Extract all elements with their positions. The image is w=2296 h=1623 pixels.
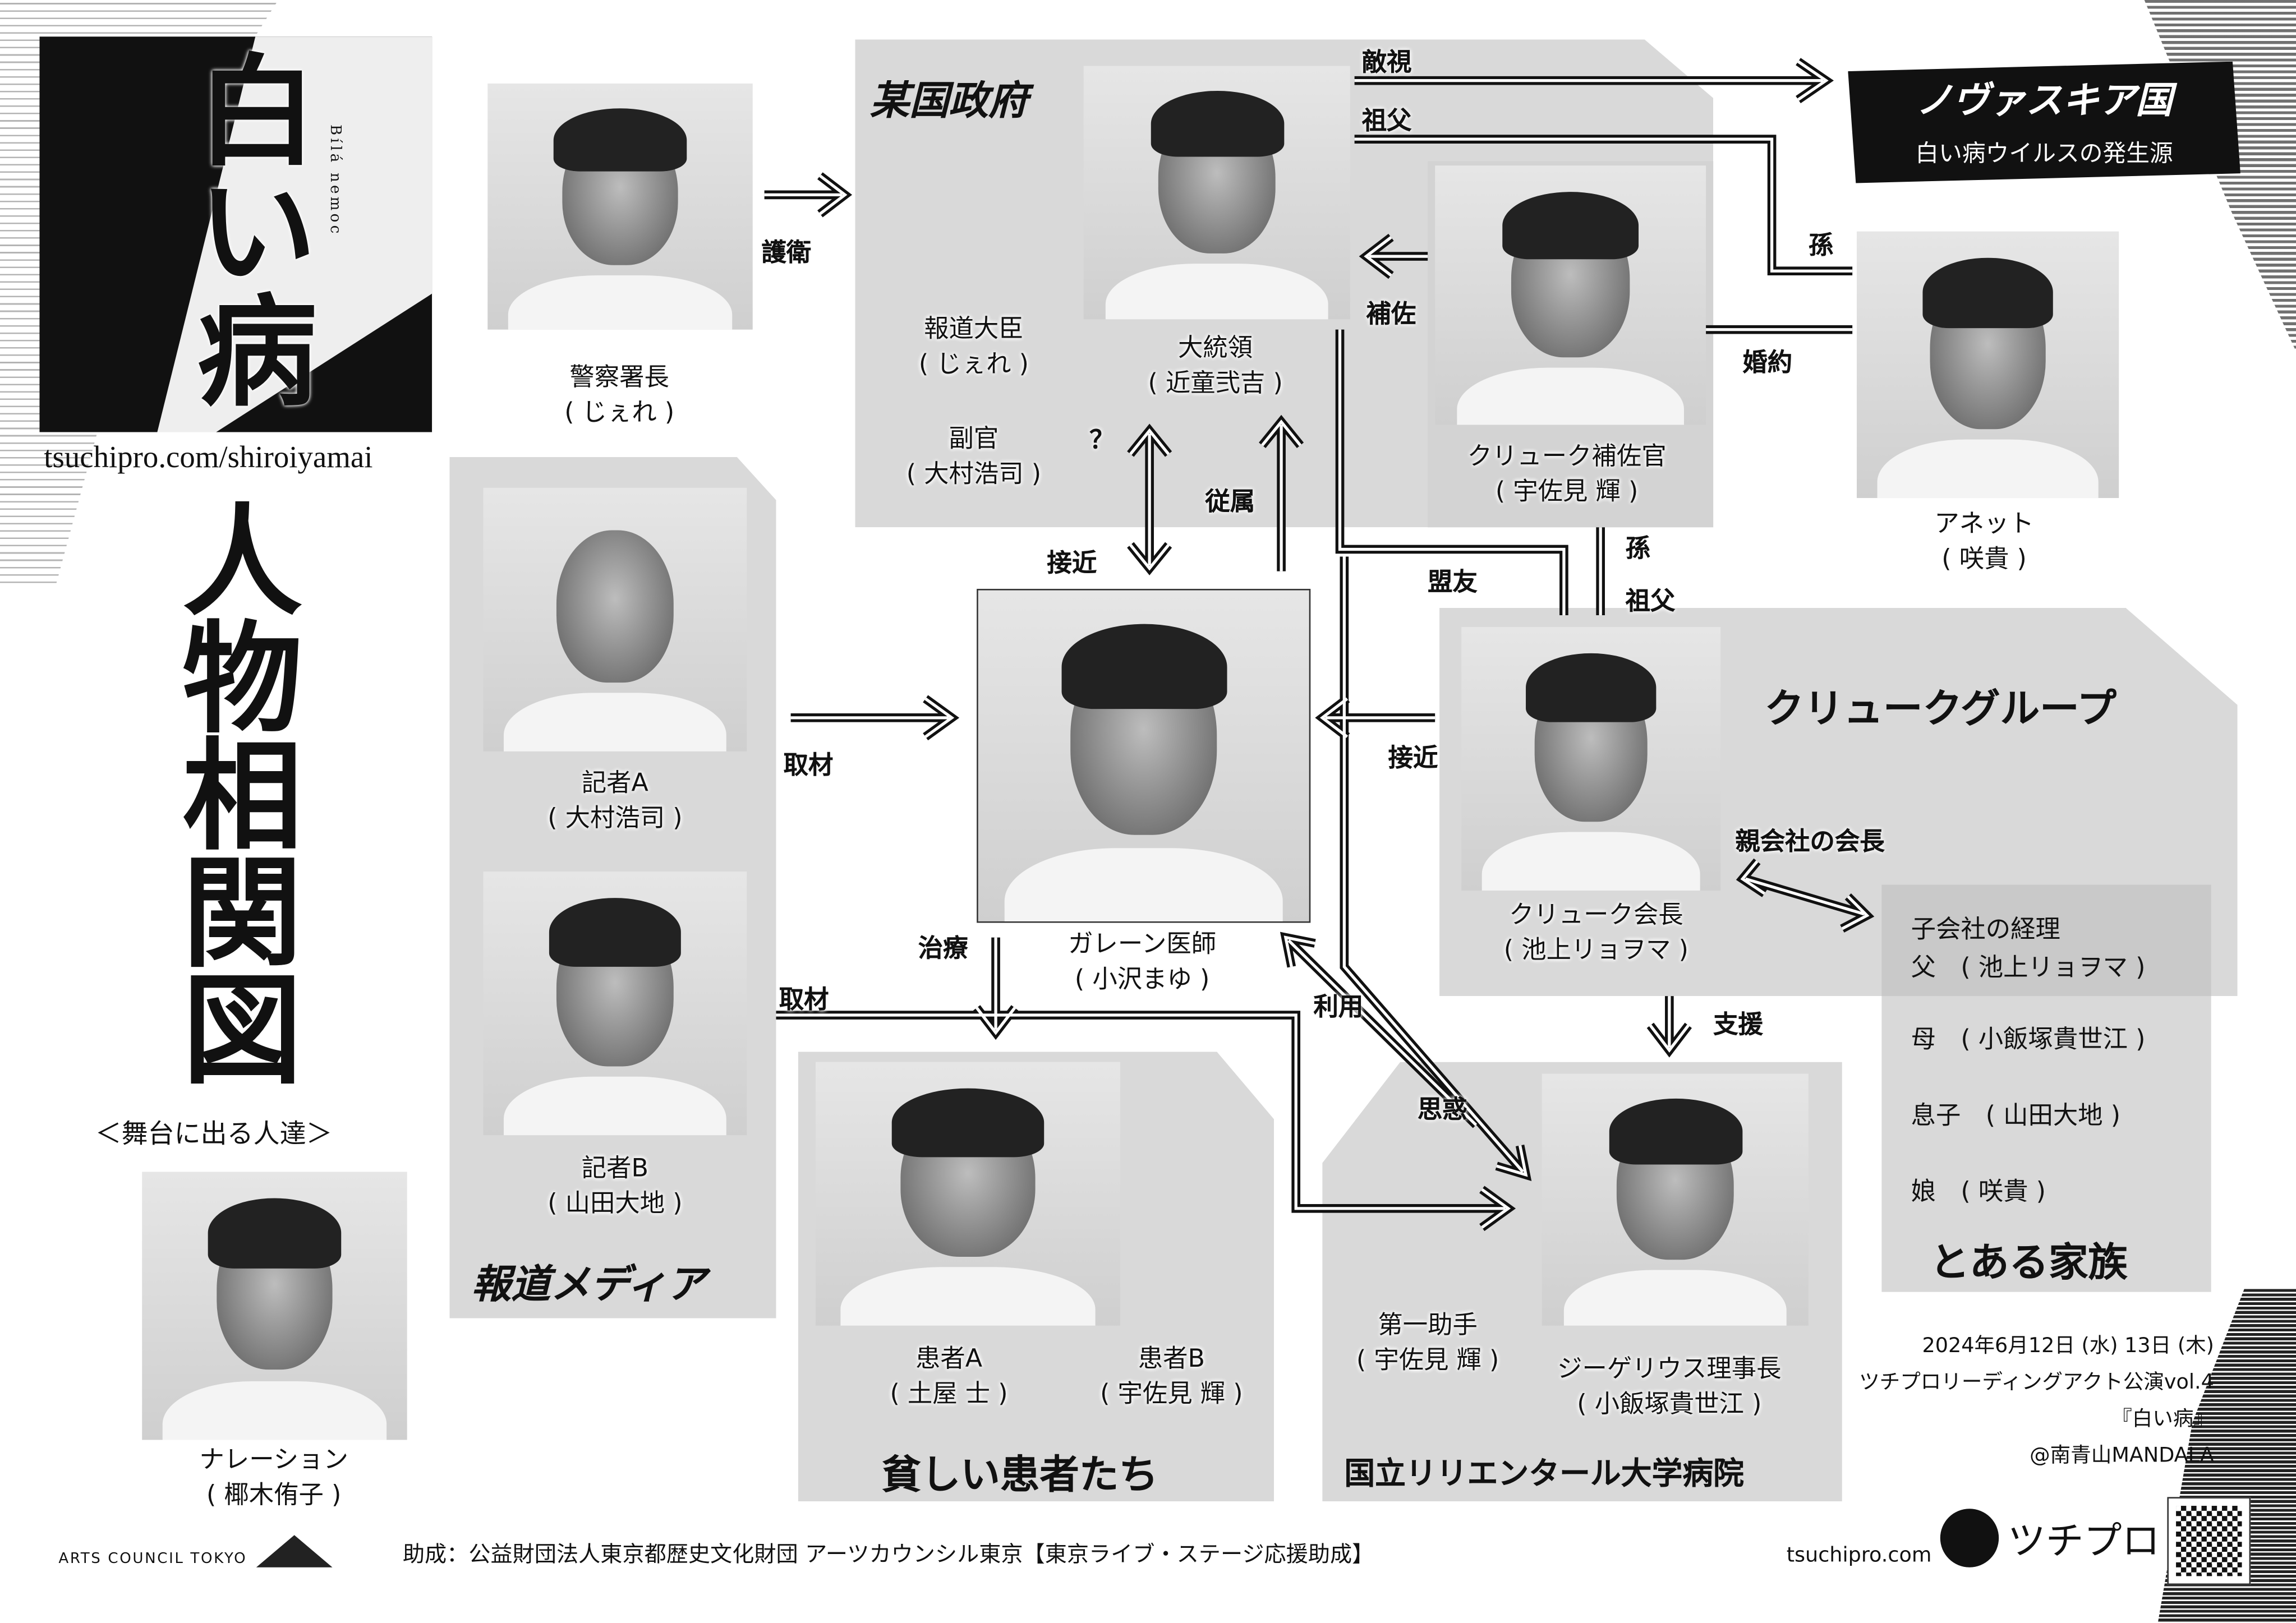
photo-cluke-chairman <box>1461 626 1721 891</box>
nation-name: ノヴァスキア国 <box>1916 79 2173 122</box>
relation-grandchild-top: 孫 <box>1808 231 1834 261</box>
label-police-chief: 警察署長( じぇれ ) <box>564 363 675 428</box>
label-president: 大統領( 近童弐吉 ) <box>1148 334 1283 399</box>
relation-escort: 護衛 <box>761 238 812 268</box>
grant-credit: 助成：公益財団法人東京都歴史文化財団 アーツカウンシル東京【東京ライブ・ステージ… <box>402 1541 1374 1567</box>
photo-director <box>1542 1073 1809 1326</box>
event-title: 『白い病』 <box>2111 1408 2214 1431</box>
nation-desc: 白い病ウイルスの発生源 <box>1915 139 2173 167</box>
logo-title: 白い病 <box>176 48 315 409</box>
family-member: 娘 ( 咲貴 ) <box>1911 1177 2046 1207</box>
group-family-title: とある家族 <box>1930 1241 2128 1287</box>
relation-parent-chairman: 親会社の会長 <box>1735 827 1885 857</box>
label-patient-a: 患者A( 土屋 士 ) <box>890 1344 1008 1409</box>
label-cluke-chairman: クリューク会長( 池上リョヲマ ) <box>1503 901 1688 966</box>
event-date: 2024年6月12日 (水) 13日 (木) <box>1922 1334 2214 1358</box>
relation-hostility: 敵視 <box>1361 48 1412 78</box>
relation-approach-cluke: 接近 <box>1388 744 1438 774</box>
photo-narration <box>142 1172 407 1440</box>
photo-cluke-aide <box>1435 165 1706 425</box>
family-member: 父 ( 池上リョヲマ ) <box>1911 953 2146 983</box>
arts-council-logo: ARTS COUNCIL TOKYO <box>58 1535 332 1567</box>
relation-treatment: 治療 <box>918 934 968 964</box>
relation-approach-gov: 接近 <box>1047 549 1097 579</box>
relation-assist: 補佐 <box>1366 300 1416 330</box>
relation-subordinate: 従属 <box>1205 487 1255 518</box>
arrow-escort <box>764 172 853 218</box>
family-header-band <box>1881 884 2211 997</box>
relation-support: 支援 <box>1713 1011 1763 1040</box>
label-patient-b: 患者B( 宇佐見 輝 ) <box>1100 1344 1243 1409</box>
photo-annette <box>1856 231 2119 499</box>
photo-reporter-a <box>483 487 747 751</box>
label-press-minister: 報道大臣( じぇれ ) <box>918 315 1029 380</box>
group-patients-title: 貧しい患者たち <box>881 1453 1158 1498</box>
arrow-support <box>1646 996 1692 1058</box>
nation-box: ノヴァスキア国 白い病ウイルスの発生源 <box>1848 61 2240 183</box>
triangle-icon <box>255 1535 332 1567</box>
relation-grandfather: 祖父 <box>1625 587 1676 617</box>
family-member: 母 ( 小飯塚貴世江 ) <box>1911 1025 2146 1055</box>
relation-interview-a: 取材 <box>783 751 834 781</box>
event-venue: @南青山MANDALA <box>2030 1444 2214 1468</box>
label-first-assistant: 第一助手( 宇佐見 輝 ) <box>1356 1311 1499 1376</box>
label-director: ジーゲリウス理事長( 小飯塚貴世江 ) <box>1557 1355 1782 1419</box>
label-deputy: 副官( 大村浩司 ) <box>906 425 1042 490</box>
label-reporter-b: 記者B( 山田大地 ) <box>547 1154 683 1219</box>
group-cluke-title: クリュークグループ <box>1764 686 2116 732</box>
relation-grandchild: 孫 <box>1625 534 1650 564</box>
label-galen: ガレーン医師( 小沢まゆ ) <box>1068 930 1217 995</box>
group-hospital-title: 国立リリエンタール大学病院 <box>1344 1456 1744 1491</box>
photo-reporter-b <box>483 872 747 1136</box>
logo-subtitle: Bílá nemoc <box>326 125 343 237</box>
arrow-approach-cluke <box>1315 695 1435 741</box>
label-reporter-a: 記者A( 大村浩司 ) <box>547 769 683 834</box>
group-government-title: 某国政府 <box>869 79 1028 125</box>
label-cluke-aide: クリューク補佐官( 宇佐見 輝 ) <box>1467 442 1667 507</box>
page-subtitle: ＜舞台に出る人達＞ <box>95 1119 333 1150</box>
arrow-interview-a <box>790 695 960 741</box>
relation-engagement: 婚約 <box>1742 348 1793 378</box>
photo-galen <box>977 588 1311 923</box>
relation-ally: 盟友 <box>1428 568 1478 598</box>
label-narration: ナレーション( 椰木侑子 ) <box>199 1445 348 1510</box>
qr-code[interactable] <box>2167 1497 2251 1585</box>
website-url[interactable]: tsuchipro.com/shiroiyamai <box>44 439 373 475</box>
photo-patient-a <box>815 1062 1120 1326</box>
tsuchipro-logo-icon <box>1940 1509 1999 1567</box>
tsuchipro-logo: ツチプロ <box>1940 1509 2160 1567</box>
arts-council-name: ARTS COUNCIL TOKYO <box>58 1550 247 1567</box>
brand-name: ツチプロ <box>2007 1519 2160 1564</box>
relation-grandfather-top: 祖父 <box>1361 107 1412 136</box>
relation-scheme: 思惑 <box>1417 1095 1467 1125</box>
title-logo: 白い病 Bílá nemoc <box>39 36 432 432</box>
relation-question: ？ <box>1089 426 1115 456</box>
event-series: ツチプロリーディングアクト公演vol.4 <box>1859 1371 2214 1395</box>
label-annette: アネット( 咲貴 ) <box>1934 509 2034 574</box>
group-media-title: 報道メディア <box>471 1262 706 1308</box>
photo-president <box>1083 66 1350 320</box>
family-member: 息子 ( 山田大地 ) <box>1911 1101 2121 1131</box>
site-link[interactable]: tsuchipro.com <box>1786 1543 1932 1567</box>
family-header: 子会社の経理 <box>1911 915 2060 945</box>
relation-use: 利用 <box>1313 993 1364 1023</box>
arrow-treatment <box>973 937 1019 1040</box>
photo-police-chief <box>487 83 753 330</box>
page-title: 人物相関図 <box>161 498 301 1084</box>
relation-interview-b: 取材 <box>779 985 829 1016</box>
